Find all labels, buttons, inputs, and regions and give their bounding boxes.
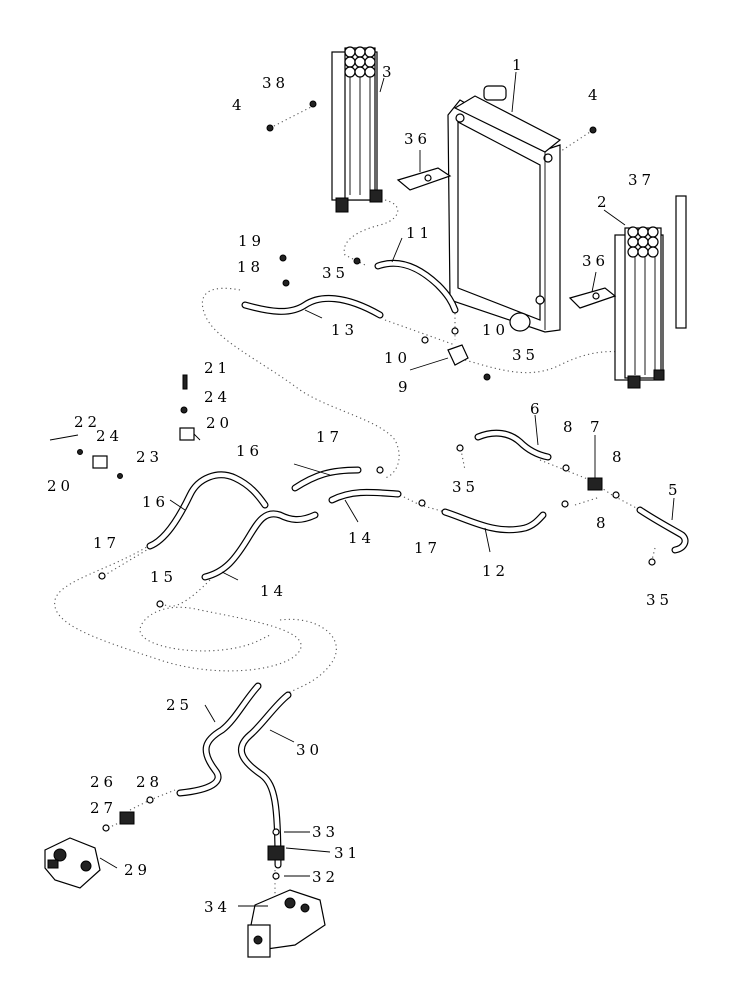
label-22: 22 <box>74 413 101 431</box>
tube-5 <box>636 506 689 554</box>
hose-13 <box>241 294 384 319</box>
label-16b: 16 <box>142 493 169 511</box>
fitting-7 <box>587 477 603 491</box>
label-8c: 8 <box>596 514 610 532</box>
label-21: 21 <box>204 359 231 377</box>
tube-14b <box>328 488 402 504</box>
label-24b: 24 <box>96 427 123 445</box>
label-5: 5 <box>668 481 682 499</box>
tube-16 <box>146 471 269 550</box>
radiator-1 <box>447 85 562 333</box>
label-35d: 35 <box>646 591 673 609</box>
label-9: 9 <box>398 378 412 396</box>
label-11: 11 <box>406 224 433 242</box>
label-27: 27 <box>90 799 117 817</box>
rod-37 <box>675 195 687 329</box>
part-labels: 1 2 3 4 4 5 6 7 8 8 8 9 10 10 11 12 13 1… <box>47 56 682 916</box>
tube-6 <box>474 429 552 461</box>
label-29: 29 <box>124 861 151 879</box>
label-35a: 35 <box>322 264 349 282</box>
bracket-36b <box>568 287 617 309</box>
label-8b: 8 <box>612 448 626 466</box>
label-38: 38 <box>262 74 289 92</box>
label-1: 1 <box>512 56 526 74</box>
label-33: 33 <box>312 823 339 841</box>
label-32: 32 <box>312 868 339 886</box>
label-20a: 20 <box>206 414 233 432</box>
label-17b: 17 <box>93 534 120 552</box>
label-14a: 14 <box>348 529 375 547</box>
label-34: 34 <box>204 898 231 916</box>
hose-11 <box>374 259 459 314</box>
label-14b: 14 <box>260 582 287 600</box>
label-17a: 17 <box>316 428 343 446</box>
label-35b: 35 <box>512 346 539 364</box>
tube-30 <box>237 691 292 869</box>
label-16a: 16 <box>236 442 263 460</box>
label-24a: 24 <box>204 388 231 406</box>
label-2: 2 <box>597 193 611 211</box>
label-10b: 10 <box>384 349 411 367</box>
label-12: 12 <box>482 562 509 580</box>
label-25: 25 <box>166 696 193 714</box>
label-37: 37 <box>628 171 655 189</box>
label-23: 23 <box>136 448 163 466</box>
valve-29 <box>44 837 101 889</box>
label-30: 30 <box>296 741 323 759</box>
label-36a: 36 <box>404 130 431 148</box>
oil-cooler-3 <box>331 46 383 213</box>
bracket-36a <box>396 167 452 191</box>
label-15: 15 <box>150 568 177 586</box>
label-31: 31 <box>334 844 361 862</box>
label-19: 19 <box>238 232 265 250</box>
label-35c: 35 <box>452 478 479 496</box>
elbow-9 <box>447 344 469 366</box>
tube-14 <box>201 510 319 581</box>
fittings-lower <box>102 796 285 880</box>
label-10a: 10 <box>482 321 509 339</box>
label-8a: 8 <box>563 418 577 436</box>
hose-12 <box>441 508 547 534</box>
tube-25 <box>176 682 262 797</box>
label-4b: 4 <box>588 86 602 104</box>
tube-16b <box>291 466 362 492</box>
label-28: 28 <box>136 773 163 791</box>
label-4a: 4 <box>232 96 246 114</box>
label-3: 3 <box>382 63 396 81</box>
label-20b: 20 <box>47 477 74 495</box>
cooler-2 <box>614 226 665 389</box>
valve-34 <box>247 889 326 958</box>
label-13: 13 <box>331 321 358 339</box>
label-26: 26 <box>90 773 117 791</box>
label-7: 7 <box>590 418 604 436</box>
small-hardware-mid <box>98 444 656 608</box>
label-17c: 17 <box>414 539 441 557</box>
label-6: 6 <box>530 400 544 418</box>
small-hardware <box>49 100 597 479</box>
label-36b: 36 <box>582 252 609 270</box>
label-18: 18 <box>237 258 264 276</box>
leader-lines <box>99 71 675 907</box>
